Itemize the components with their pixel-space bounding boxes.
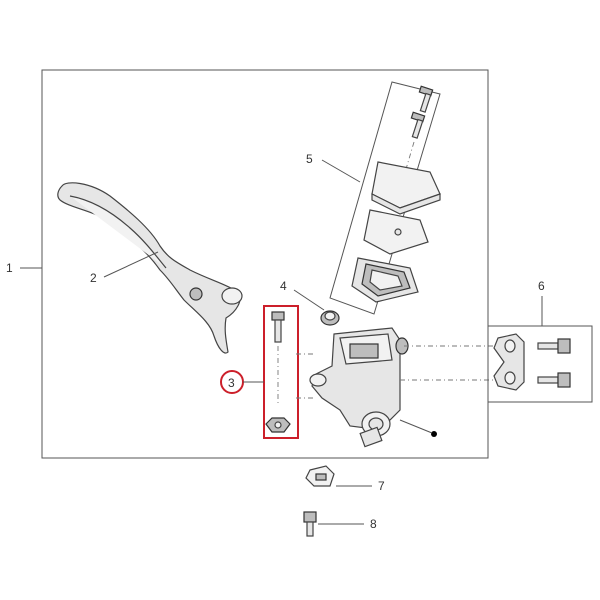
callout-2[interactable]: 2 [90,271,97,285]
reservoir-diaphragm-plate[interactable] [363,209,429,255]
leader-dot [399,419,433,434]
reservoir-diaphragm[interactable] [351,257,419,303]
part-3-highlight-box [263,305,299,439]
leader-2 [103,251,159,278]
switch-bracket[interactable] [305,465,335,487]
clamp-bolt-upper[interactable] [537,338,571,354]
handlebar-clamp[interactable] [493,333,525,391]
lever-pivot-bushing [189,287,203,301]
callout-6[interactable]: 6 [538,279,545,293]
assembly-frame [41,69,489,459]
indicator-dot [431,431,437,437]
clamp-group-frame [487,325,593,403]
cap-screw-lower[interactable] [410,111,426,139]
callout-5[interactable]: 5 [306,152,313,166]
clamp-bolt-lower[interactable] [537,372,571,388]
bleed-plug[interactable] [320,310,340,326]
callout-8[interactable]: 8 [370,517,377,531]
bracket-screw[interactable] [303,511,317,537]
master-cylinder-body[interactable] [309,327,409,429]
leader-5 [321,159,361,183]
pivot-nut[interactable] [265,417,291,433]
callout-3[interactable]: 3 [228,376,235,390]
callout-7[interactable]: 7 [378,479,385,493]
callout-4[interactable]: 4 [280,279,287,293]
brake-switch[interactable] [359,411,391,448]
cap-screw-upper[interactable] [418,85,434,113]
callout-1[interactable]: 1 [6,261,13,275]
lever-pivot-hole [221,287,243,305]
pivot-bolt[interactable] [271,311,285,343]
brake-lever[interactable] [57,182,243,354]
leader-4 [293,289,325,311]
reservoir-cap[interactable] [371,161,441,215]
